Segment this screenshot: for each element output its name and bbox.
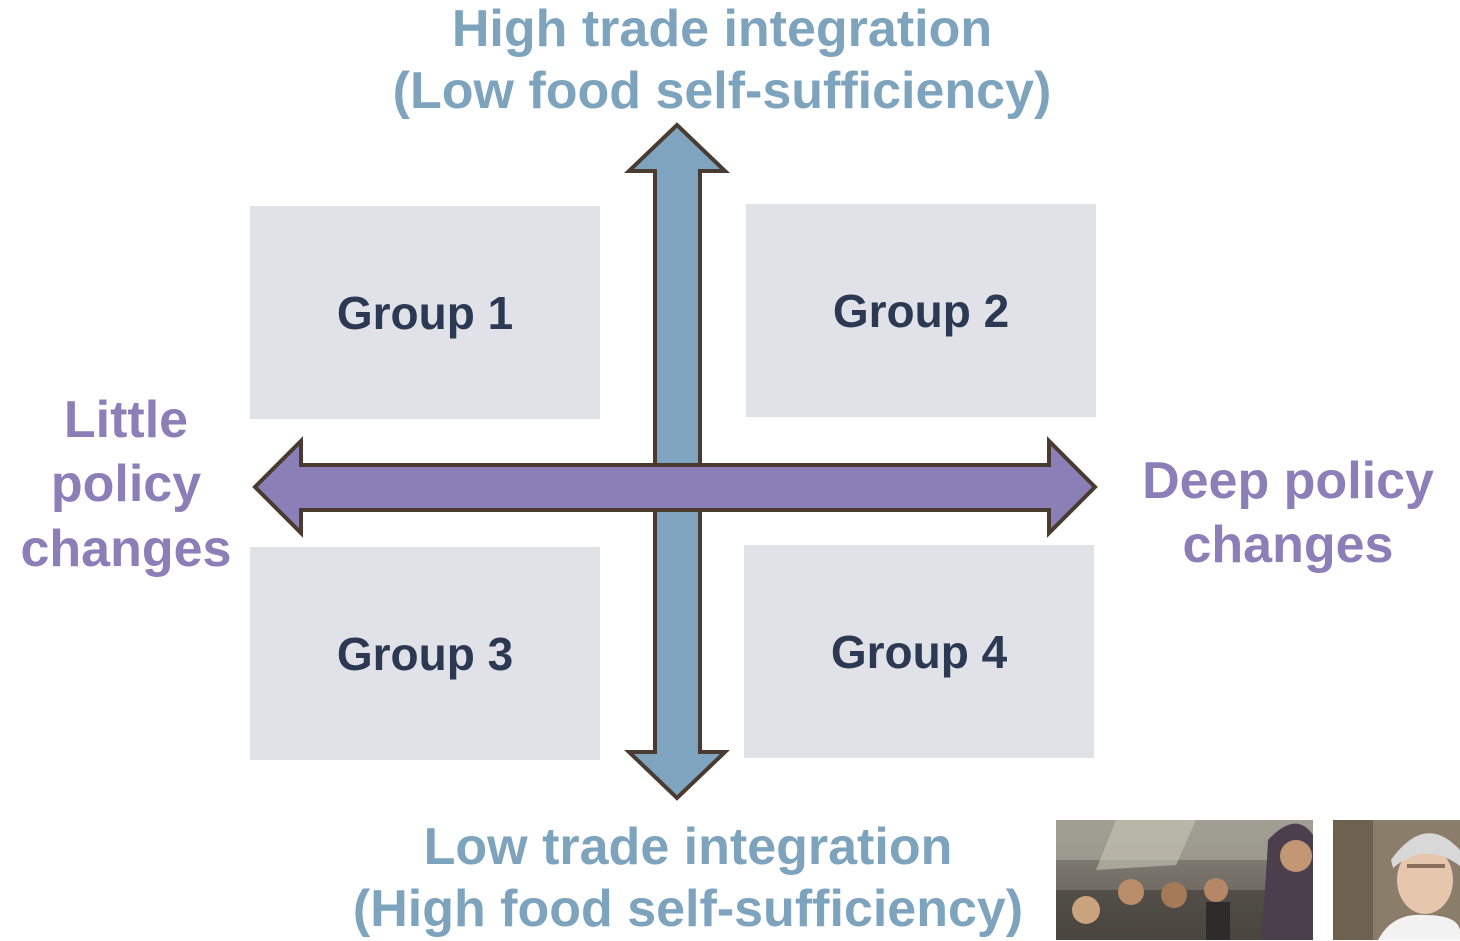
bottom-axis-label-line1: Low trade integration <box>423 818 953 876</box>
top-axis-label-line1: High trade integration <box>451 0 993 58</box>
group-3-box: Group 3 <box>250 547 600 760</box>
group-1-box: Group 1 <box>250 206 600 419</box>
left-axis-label-line2: policy <box>50 455 202 514</box>
bottom-axis-label: Low trade integration (High food self-su… <box>288 816 1088 941</box>
top-axis-label-line2: (Low food self-sufficiency) <box>392 62 1052 121</box>
group-2-label: Group 2 <box>832 284 1010 337</box>
bottom-axis-label-line2: (High food self-sufficiency) <box>352 880 1024 939</box>
group-4-box: Group 4 <box>744 545 1094 758</box>
photo-children-market <box>1056 820 1313 940</box>
horizontal-double-arrow <box>252 436 1098 538</box>
group-1-label: Group 1 <box>336 286 514 339</box>
right-axis-label: Deep policy changes <box>1128 449 1448 578</box>
left-axis-label-line1: Little <box>63 391 189 449</box>
group-2-box: Group 2 <box>746 204 1096 417</box>
right-axis-label-line2: changes <box>1182 516 1394 575</box>
group-4-label: Group 4 <box>830 625 1008 678</box>
photo-food-worker <box>1333 820 1460 940</box>
top-axis-label: High trade integration (Low food self-su… <box>322 0 1122 123</box>
left-axis-label: Little policy changes <box>10 388 242 581</box>
right-axis-label-line1: Deep policy <box>1142 452 1434 510</box>
left-axis-label-line3: changes <box>20 519 232 578</box>
vertical-double-arrow <box>624 122 730 801</box>
group-3-label: Group 3 <box>336 627 514 680</box>
